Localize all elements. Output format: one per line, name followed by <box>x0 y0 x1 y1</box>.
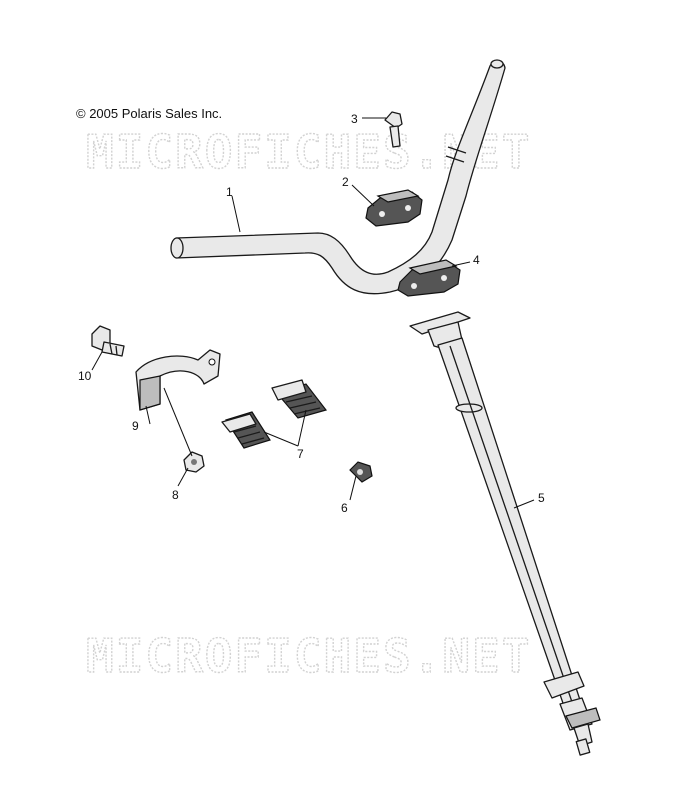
callout-5: 5 <box>538 491 545 505</box>
callout-3: 3 <box>351 112 358 126</box>
callout-9: 9 <box>132 419 139 433</box>
part-nut <box>183 451 205 473</box>
part-bolt-10 <box>91 325 125 357</box>
callout-7: 7 <box>297 447 304 461</box>
callout-1: 1 <box>226 185 233 199</box>
callout-6: 6 <box>341 501 348 515</box>
leader-lines <box>91 117 535 509</box>
part-steering-post <box>409 311 601 756</box>
callouts: 1 2 3 4 5 6 7 8 9 10 <box>78 112 545 515</box>
callout-8: 8 <box>172 488 179 502</box>
part-upper-clamp <box>365 189 423 227</box>
callout-2: 2 <box>342 175 349 189</box>
callout-4: 4 <box>473 253 480 267</box>
part-bolt-3 <box>384 111 403 148</box>
copyright-notice: © 2005 Polaris Sales Inc. <box>76 106 223 121</box>
callout-10: 10 <box>78 369 92 383</box>
watermark-bottom: MICROFICHES.NET <box>86 629 531 683</box>
part-fitting <box>349 461 373 483</box>
part-lower-clamp <box>397 259 461 297</box>
part-grommets <box>221 379 328 449</box>
part-bracket <box>135 349 221 411</box>
part-handlebar <box>170 59 506 295</box>
